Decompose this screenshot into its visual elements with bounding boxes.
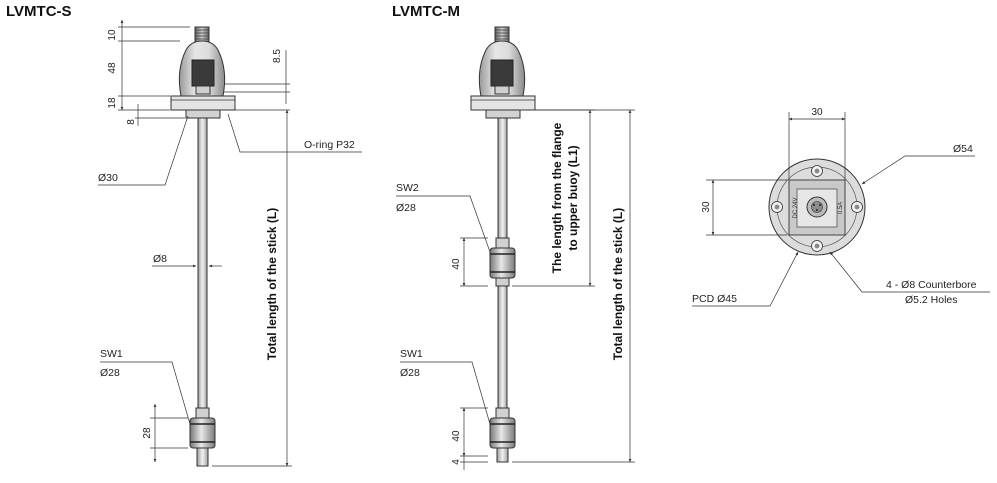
connector-thread-m	[494, 26, 510, 43]
dim-8-5: 8.5	[272, 49, 283, 63]
dim-8: 8	[126, 119, 137, 125]
counterbore-label: 4 - Ø8 Counterbore	[886, 279, 977, 291]
dim-18: 18	[107, 97, 118, 109]
d54-label: Ø54	[953, 143, 973, 155]
float-sw1-s	[189, 417, 216, 449]
top-view: DC 24V 0.5A 30 30 Ø54 PCD Ø4	[692, 107, 990, 307]
dc-24v-text: DC 24V	[793, 197, 799, 218]
connector-thread-s	[194, 26, 210, 43]
total-length-label-m: Total length of the stick (L)	[611, 208, 625, 360]
pcd-label: PCD Ø45	[692, 293, 737, 305]
cable-gland-s	[191, 59, 215, 87]
dim-28: 28	[142, 427, 153, 439]
cap-neck-s	[195, 85, 211, 95]
flange-m	[470, 95, 536, 111]
dim-30-horizontal: 30	[811, 107, 823, 118]
d30-label: Ø30	[98, 172, 118, 184]
lvmtc-s-title: LVMTC-S	[6, 3, 72, 20]
dim-10: 10	[107, 29, 118, 41]
d8-label: Ø8	[153, 253, 167, 265]
float-sw1-m	[489, 417, 516, 449]
flange-length-line2: to upper buoy (L1)	[566, 145, 580, 250]
oring-leader	[227, 113, 362, 153]
oring-mount-s	[185, 109, 221, 119]
sw1-m-dia: Ø28	[400, 367, 420, 379]
sw1-s-dia: Ø28	[100, 367, 120, 379]
sw2-dia: Ø28	[396, 202, 416, 214]
flange-length-line1: The length from the flange	[550, 122, 564, 273]
flange-s	[170, 95, 236, 111]
dim-30-vertical: 30	[701, 201, 712, 213]
dim-4: 4	[451, 459, 462, 465]
dim-40-sw2: 40	[451, 258, 462, 270]
lvmtc-m-title: LVMTC-M	[392, 3, 460, 20]
amp-text: 0.5A	[838, 202, 844, 214]
counterbore-holes	[771, 165, 863, 252]
dim-48: 48	[107, 62, 118, 74]
sw2-label: SW2	[396, 182, 419, 194]
stick-s	[197, 117, 208, 409]
lvmtc-s-view: LVMTC-S	[6, 3, 362, 467]
cable-gland-m	[490, 59, 514, 87]
sw1-m-label: SW1	[400, 348, 423, 360]
dim-40-sw1: 40	[451, 430, 462, 442]
float-sw2-m	[489, 247, 516, 279]
sw1-s-label: SW1	[100, 348, 123, 360]
oring-label: O-ring P32	[304, 139, 355, 151]
holes-label: Ø5.2 Holes	[905, 294, 958, 306]
total-length-label-s: Total length of the stick (L)	[265, 208, 279, 360]
lvmtc-m-view: LVMTC-M	[392, 3, 635, 470]
